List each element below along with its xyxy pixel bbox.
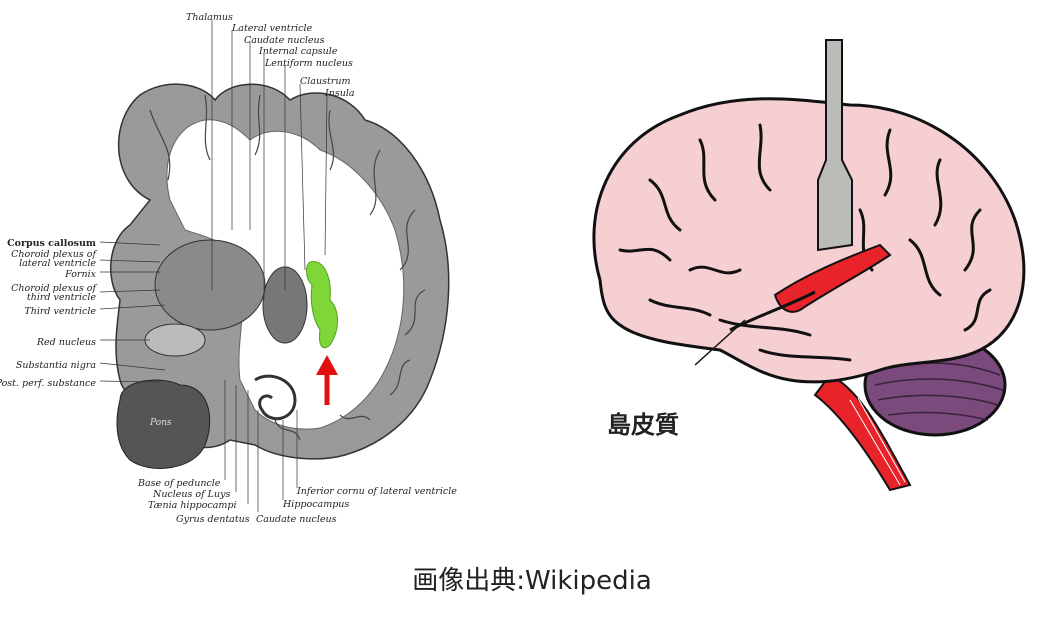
side-labels-label: lateral ventricle xyxy=(19,258,96,269)
bottom-labels-label: Base of peduncle xyxy=(138,478,221,489)
sulci xyxy=(618,123,992,362)
red-arrow-icon xyxy=(316,355,338,405)
bottom-labels-label: Hippocampus xyxy=(283,499,350,510)
side-labels-label: Substantia nigra xyxy=(15,360,96,371)
hippocampus xyxy=(254,374,297,421)
bottom-labels-label: Tænia hippocampi xyxy=(148,500,237,511)
top-labels-label: Claustrum xyxy=(300,76,351,87)
insula-label-jp: 島皮質 xyxy=(607,411,679,439)
probe xyxy=(817,39,853,252)
side-labels-label: Fornix xyxy=(65,269,96,280)
brainstem-fibers xyxy=(849,397,906,486)
side-labels-label: Red nucleus xyxy=(36,337,96,348)
insula-highlight xyxy=(306,261,338,349)
coronal-section-diagram: Pons xyxy=(0,0,500,540)
leader-lines xyxy=(99,20,328,512)
bottom-labels-label: Inferior cornu of lateral ventricle xyxy=(297,486,457,497)
label-pointer-line xyxy=(694,319,746,366)
side-labels-label: third ventricle xyxy=(26,292,96,303)
red-nucleus xyxy=(144,323,206,357)
lateral-brain-illustration xyxy=(560,30,1040,510)
thalamus xyxy=(154,239,266,331)
insula-cortex xyxy=(773,243,892,313)
bottom-labels-label: Gyrus dentatus xyxy=(176,514,250,525)
top-labels-label: Internal capsule xyxy=(259,46,338,57)
lateral-brain-svg xyxy=(592,39,1026,492)
pons-label: Pons xyxy=(149,418,172,428)
bottom-labels-label: Caudate nucleus xyxy=(256,514,337,525)
coronal-section-svg: Pons xyxy=(99,20,450,512)
pons xyxy=(116,379,211,469)
top-labels-label: Lentiform nucleus xyxy=(265,58,353,69)
side-labels-label: Corpus callosum xyxy=(7,238,96,249)
cerebrum xyxy=(592,97,1026,384)
top-labels-label: Lateral ventricle xyxy=(232,23,313,34)
top-labels-label: Insula xyxy=(325,88,355,99)
bottom-labels-label: Nucleus of Luys xyxy=(153,489,231,500)
side-labels-label: Choroid plexus of xyxy=(11,249,96,260)
image-source-caption: 画像出典:Wikipedia xyxy=(412,566,652,596)
top-labels-label: Caudate nucleus xyxy=(244,35,325,46)
top-labels-label: Thalamus xyxy=(186,12,233,23)
side-labels-label: Third ventricle xyxy=(24,306,96,317)
side-labels-label: Choroid plexus of xyxy=(11,283,96,294)
gyri-folds xyxy=(149,94,426,441)
side-labels-label: Post. perf. substance xyxy=(0,378,96,389)
